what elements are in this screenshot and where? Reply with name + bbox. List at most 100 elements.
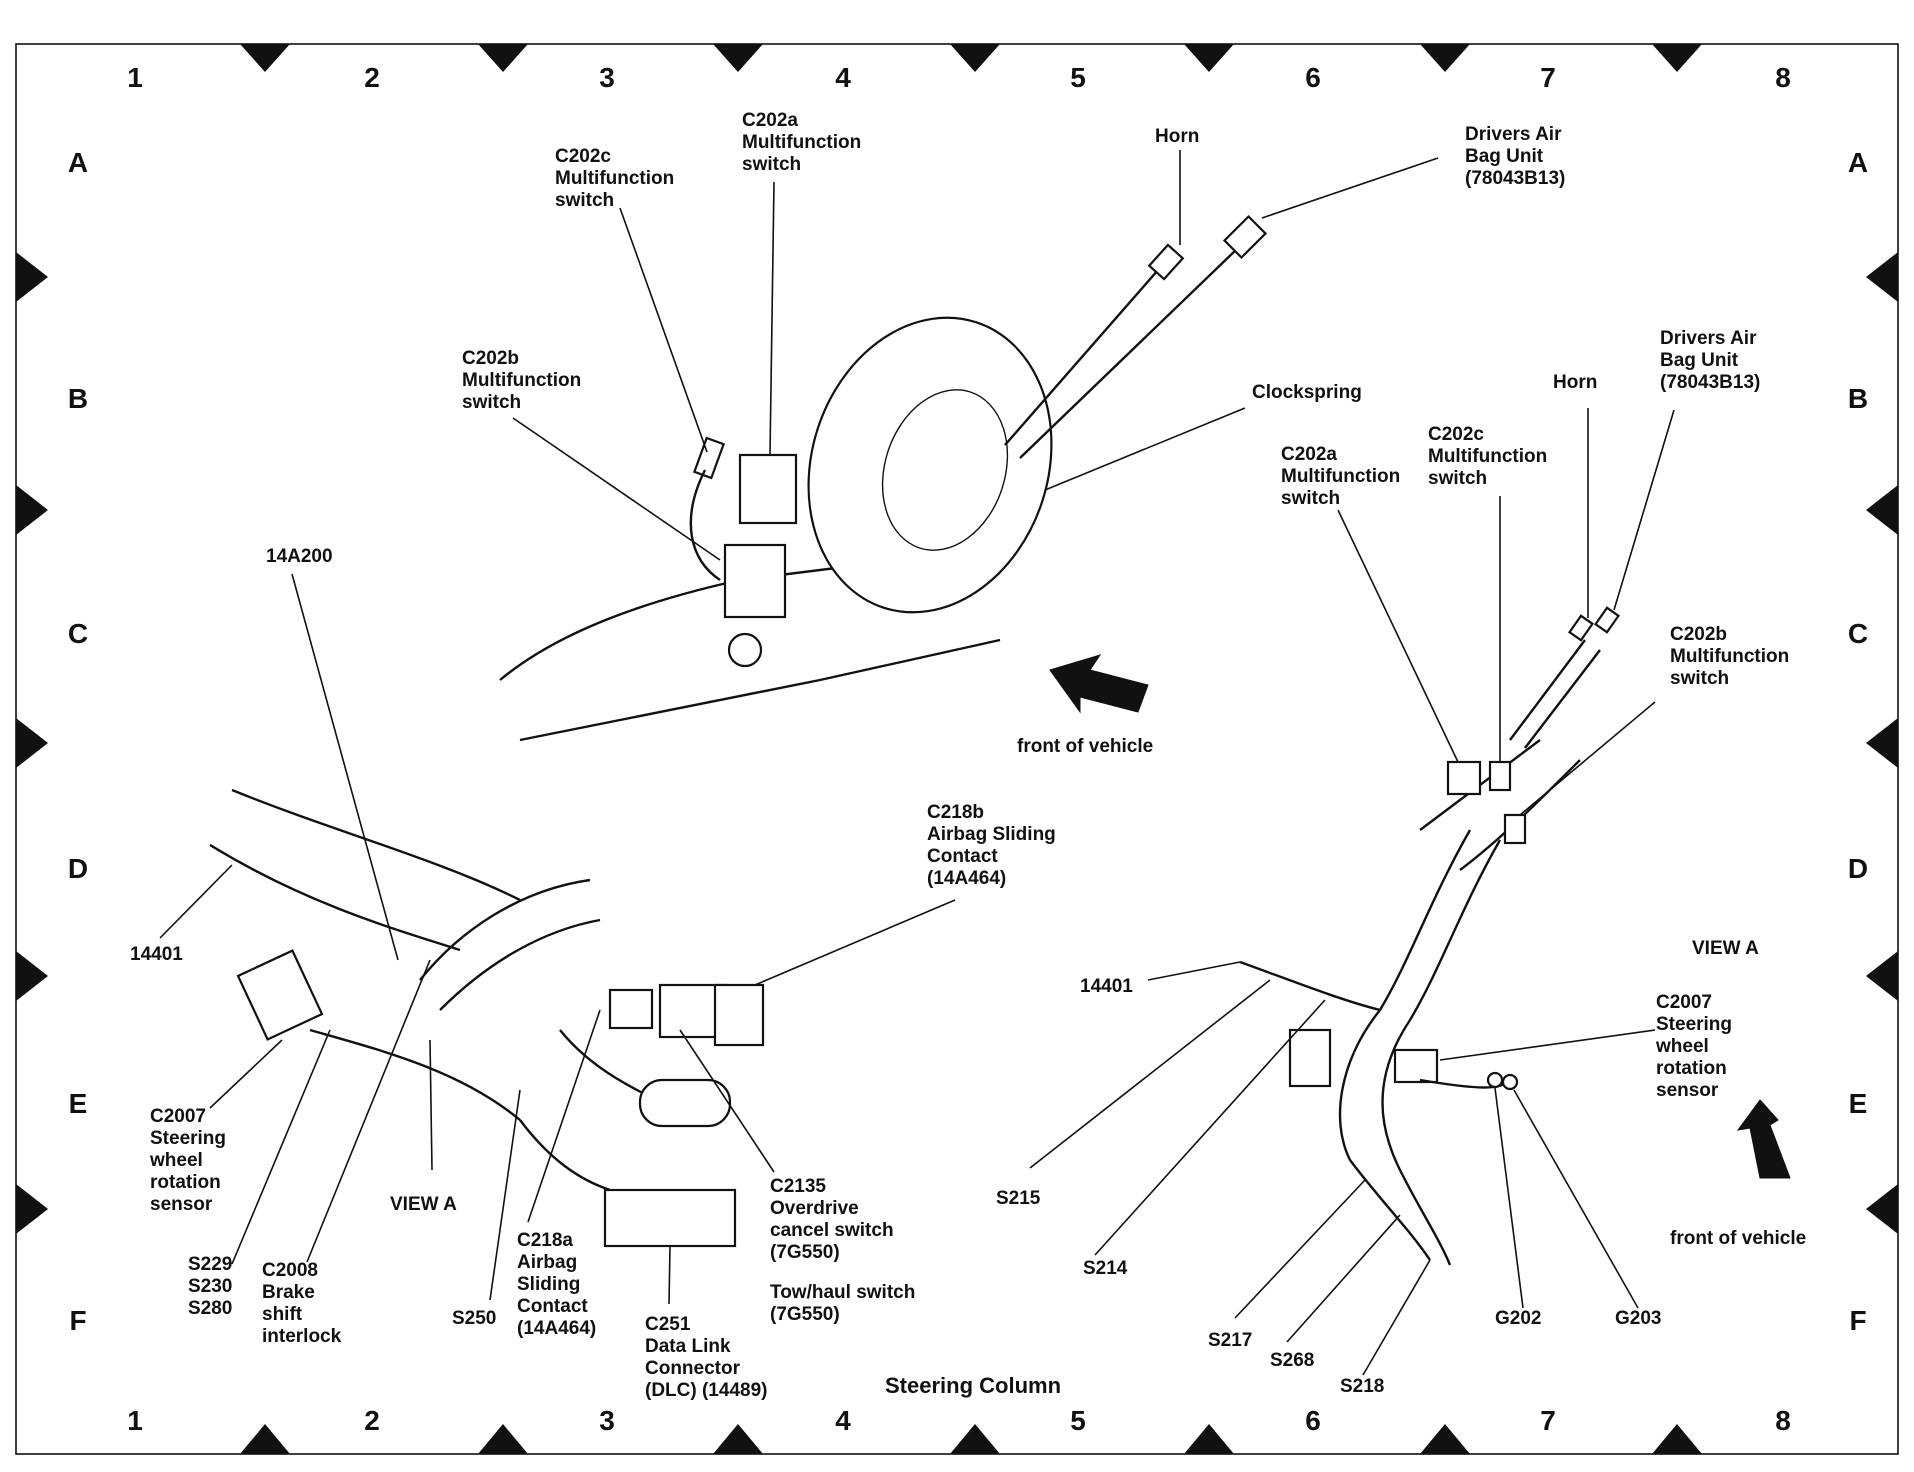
callout-line: interlock [262, 1326, 342, 1347]
top-column-label-3: 3 [599, 62, 615, 93]
airbag-connector-right [1593, 606, 1621, 634]
top-column-label-2: 2 [364, 62, 380, 93]
callout-id-14401-left: 14401 [130, 944, 183, 965]
right-harness-lower-3 [1349, 1159, 1431, 1261]
callout-line: S268 [1270, 1350, 1314, 1371]
callout-line: wheel [149, 1150, 203, 1171]
callout-line: C2135 [770, 1176, 826, 1197]
callout-line: G202 [1495, 1308, 1541, 1329]
callout-line: 14401 [1080, 976, 1133, 997]
ignition-cylinder [727, 632, 763, 668]
left-row-label-B: B [68, 383, 88, 414]
right-steering-column-assembly [1239, 606, 1791, 1266]
callout-line: Horn [1155, 126, 1199, 147]
callout-line: S214 [1083, 1258, 1128, 1279]
harness-main-lower [439, 918, 601, 1011]
callout-line: S280 [188, 1298, 232, 1319]
top-grid-markers [240, 44, 1702, 72]
callout-line: switch [462, 392, 521, 413]
bottom-column-label-2: 2 [364, 1405, 380, 1436]
s214-body [1288, 1028, 1332, 1088]
horn-connector-right [1567, 614, 1595, 642]
callout-line: Drivers Air [1660, 328, 1757, 349]
right-row-label-F: F [1849, 1305, 1866, 1336]
g203-ground-eyelet [1501, 1073, 1519, 1091]
bottom-column-label-7: 7 [1540, 1405, 1556, 1436]
callout-line: front of vehicle [1017, 736, 1153, 757]
callout-line: switch [1670, 668, 1729, 689]
callout-line: rotation [1656, 1058, 1727, 1079]
c2007-connector-left [236, 949, 324, 1041]
callout-line: (78043B13) [1465, 168, 1565, 189]
callout-s250: S250 [452, 1308, 496, 1329]
callout-line: shift [262, 1304, 303, 1325]
callout-line: Steering [150, 1128, 226, 1149]
diagram-frame [15, 43, 1899, 1455]
callout-g203: G203 [1615, 1308, 1661, 1329]
c251-dlc-connector [603, 1188, 737, 1248]
front-arrow-left [1049, 654, 1149, 714]
callout-s218: S218 [1340, 1376, 1384, 1397]
callout-line: Bag Unit [1465, 146, 1544, 167]
callout-line: (7G550) [770, 1304, 840, 1325]
left-grid-markers [16, 252, 48, 1234]
right-harness-lower-2 [1381, 1019, 1411, 1171]
callout-line: C202c [1428, 424, 1484, 445]
callout-line: (14A464) [927, 868, 1006, 889]
callout-line: Drivers Air [1465, 124, 1562, 145]
c202b-connector-right [1503, 813, 1527, 845]
callout-line: Contact [517, 1296, 588, 1317]
c218b-connector [713, 983, 765, 1047]
leader-lines [159, 150, 1675, 1376]
callout-line: Multifunction [1281, 466, 1400, 487]
c202b-connector-left [723, 543, 787, 619]
callout-line: S250 [452, 1308, 496, 1329]
column-tube-lower-edge [519, 638, 1001, 742]
callout-line: C251 [645, 1314, 691, 1335]
callout-line: G203 [1615, 1308, 1661, 1329]
callout-line: sensor [150, 1194, 213, 1215]
right-lead-2 [1524, 649, 1601, 749]
c202a-connector-right [1446, 760, 1482, 796]
diagram-title: Steering Column [885, 1373, 1061, 1398]
callout-line: C202b [462, 348, 519, 369]
harness-lower-branch [309, 1028, 521, 1121]
callout-id-14401-right: 14401 [1080, 976, 1133, 997]
callout-line: switch [1281, 488, 1340, 509]
bottom-column-label-8: 8 [1775, 1405, 1791, 1436]
right-row-label-A: A [1848, 147, 1868, 178]
top-column-label-8: 8 [1775, 62, 1791, 93]
c202c-connector-left [692, 436, 726, 480]
callout-s217: S217 [1208, 1330, 1252, 1351]
callout-horn-left: Horn [1155, 126, 1199, 147]
bottom-grid-markers [240, 1424, 1702, 1454]
callout-line: (7G550) [770, 1242, 840, 1263]
callout-line: C202a [1281, 444, 1337, 465]
column-tube-upper-edge [499, 558, 901, 681]
top-column-label-5: 5 [1070, 62, 1086, 93]
right-lead-1 [1509, 639, 1586, 741]
callout-line: Multifunction [462, 370, 581, 391]
c202c-wire-left [689, 469, 721, 581]
right-row-label-D: D [1848, 853, 1868, 884]
callout-line: wheel [1655, 1036, 1709, 1057]
callout-line: C202b [1670, 624, 1727, 645]
left-steering-column-assembly [209, 214, 1268, 1248]
left-row-label-C: C [68, 618, 88, 649]
horn-lead-left [1004, 261, 1166, 446]
callout-line: Multifunction [555, 168, 674, 189]
callout-line: S215 [996, 1188, 1041, 1209]
callout-towhaul: Tow/haul switch(7G550) [770, 1282, 915, 1325]
callout-line: Multifunction [1670, 646, 1789, 667]
callout-line: C202c [555, 146, 611, 167]
